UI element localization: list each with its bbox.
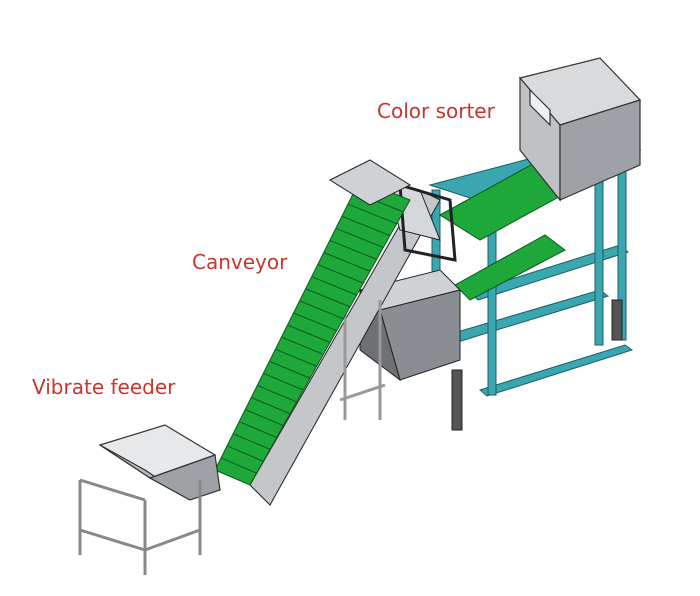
belt-slat — [281, 336, 324, 355]
belt-slat — [329, 239, 377, 260]
vibrate-feeder — [78, 424, 221, 575]
belt-slat — [347, 203, 397, 225]
belt-slat — [269, 360, 311, 379]
conveyor-frame — [249, 179, 457, 506]
belt-slat — [251, 397, 291, 415]
belt-slat — [299, 300, 344, 320]
belt-slat — [311, 276, 357, 296]
conveyor-belt — [214, 159, 412, 486]
belt-slat — [257, 384, 297, 403]
color-sorter-housing — [518, 57, 642, 202]
label-conveyor: Canveyor — [192, 250, 288, 274]
belt-slat — [232, 433, 271, 450]
label-vibrate-feeder: Vibrate feeder — [32, 375, 176, 399]
belt-slat — [317, 264, 364, 284]
belt-slat — [263, 372, 304, 391]
sorter-legs — [451, 299, 623, 431]
belt-slat — [305, 288, 351, 308]
belt-slat — [226, 445, 264, 462]
belt-slat — [323, 252, 371, 272]
label-color-sorter: Color sorter — [377, 99, 495, 123]
belt-slat — [341, 215, 391, 237]
belt-slat — [275, 348, 317, 367]
belt-slat — [220, 457, 257, 474]
belt-slat — [245, 409, 284, 427]
belt-slat — [287, 324, 331, 343]
belt-slat — [293, 312, 337, 332]
belt-slat — [335, 227, 384, 248]
belt-slat — [238, 421, 277, 438]
